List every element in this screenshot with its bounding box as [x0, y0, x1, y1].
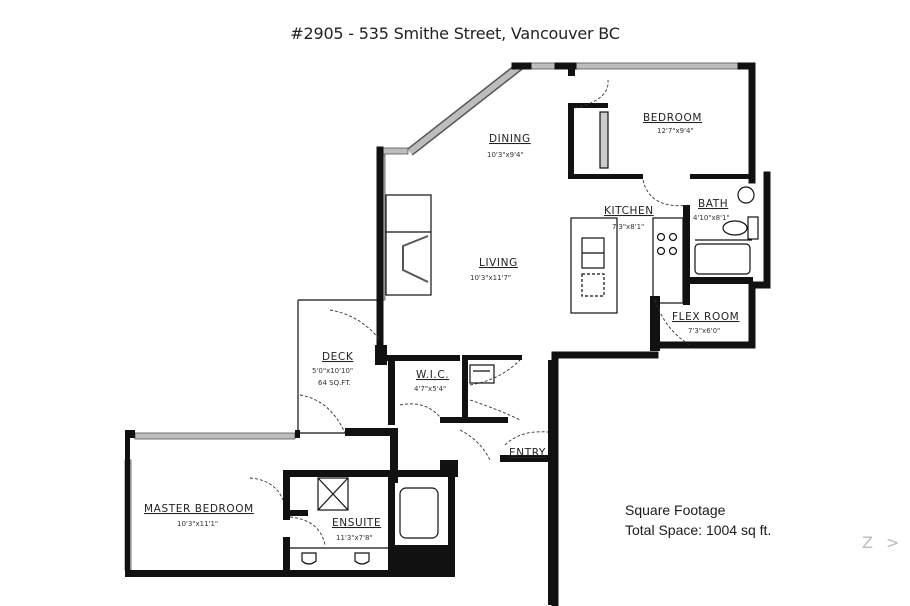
label-bedroom: BEDROOM: [643, 112, 702, 124]
footage-heading: Square Footage: [625, 502, 726, 518]
dim-living: 10'3"x11'7": [470, 274, 511, 282]
next-arrow-icon[interactable]: Z >: [862, 533, 904, 552]
footage-total: Total Space: 1004 sq ft.: [625, 522, 772, 538]
room-labels: BEDROOM 12'7"x9'4" DINING 10'3"x9'4" KIT…: [144, 112, 739, 542]
label-kitchen: KITCHEN: [604, 205, 654, 217]
dim-master-bedroom: 10'3"x11'1": [177, 520, 218, 528]
dim-kitchen: 7'3"x8'1": [612, 223, 644, 231]
page-title: #2905 - 535 Smithe Street, Vancouver BC: [290, 24, 620, 43]
dim-bath: 4'10"x8'1": [693, 214, 730, 222]
dim-bedroom: 12'7"x9'4": [657, 127, 694, 135]
label-wic: W.I.C.: [416, 369, 449, 381]
thin-walls: [290, 111, 759, 565]
label-flex-room: FLEX ROOM: [672, 311, 739, 323]
label-living: LIVING: [479, 257, 518, 269]
area-deck: 64 SQ.FT.: [318, 379, 351, 387]
label-entry: ENTRY: [509, 447, 546, 459]
dim-wic: 4'7"x5'4": [414, 385, 446, 393]
label-master-bedroom: MASTER BEDROOM: [144, 503, 254, 515]
dim-deck: 5'0"x10'10": [312, 367, 353, 375]
door-swings: [249, 79, 691, 546]
label-bath: BATH: [698, 198, 728, 210]
dim-ensuite: 11'3"x7'8": [336, 534, 373, 542]
label-deck: DECK: [322, 351, 354, 363]
label-ensuite: ENSUITE: [332, 517, 381, 529]
label-dining: DINING: [489, 133, 531, 145]
interior-walls: [125, 66, 755, 605]
dim-flex-room: 7'3"x6'0": [688, 327, 720, 335]
square-footage-block: Square Footage Total Space: 1004 sq ft.: [625, 500, 771, 540]
dim-dining: 10'3"x9'4": [487, 151, 524, 159]
